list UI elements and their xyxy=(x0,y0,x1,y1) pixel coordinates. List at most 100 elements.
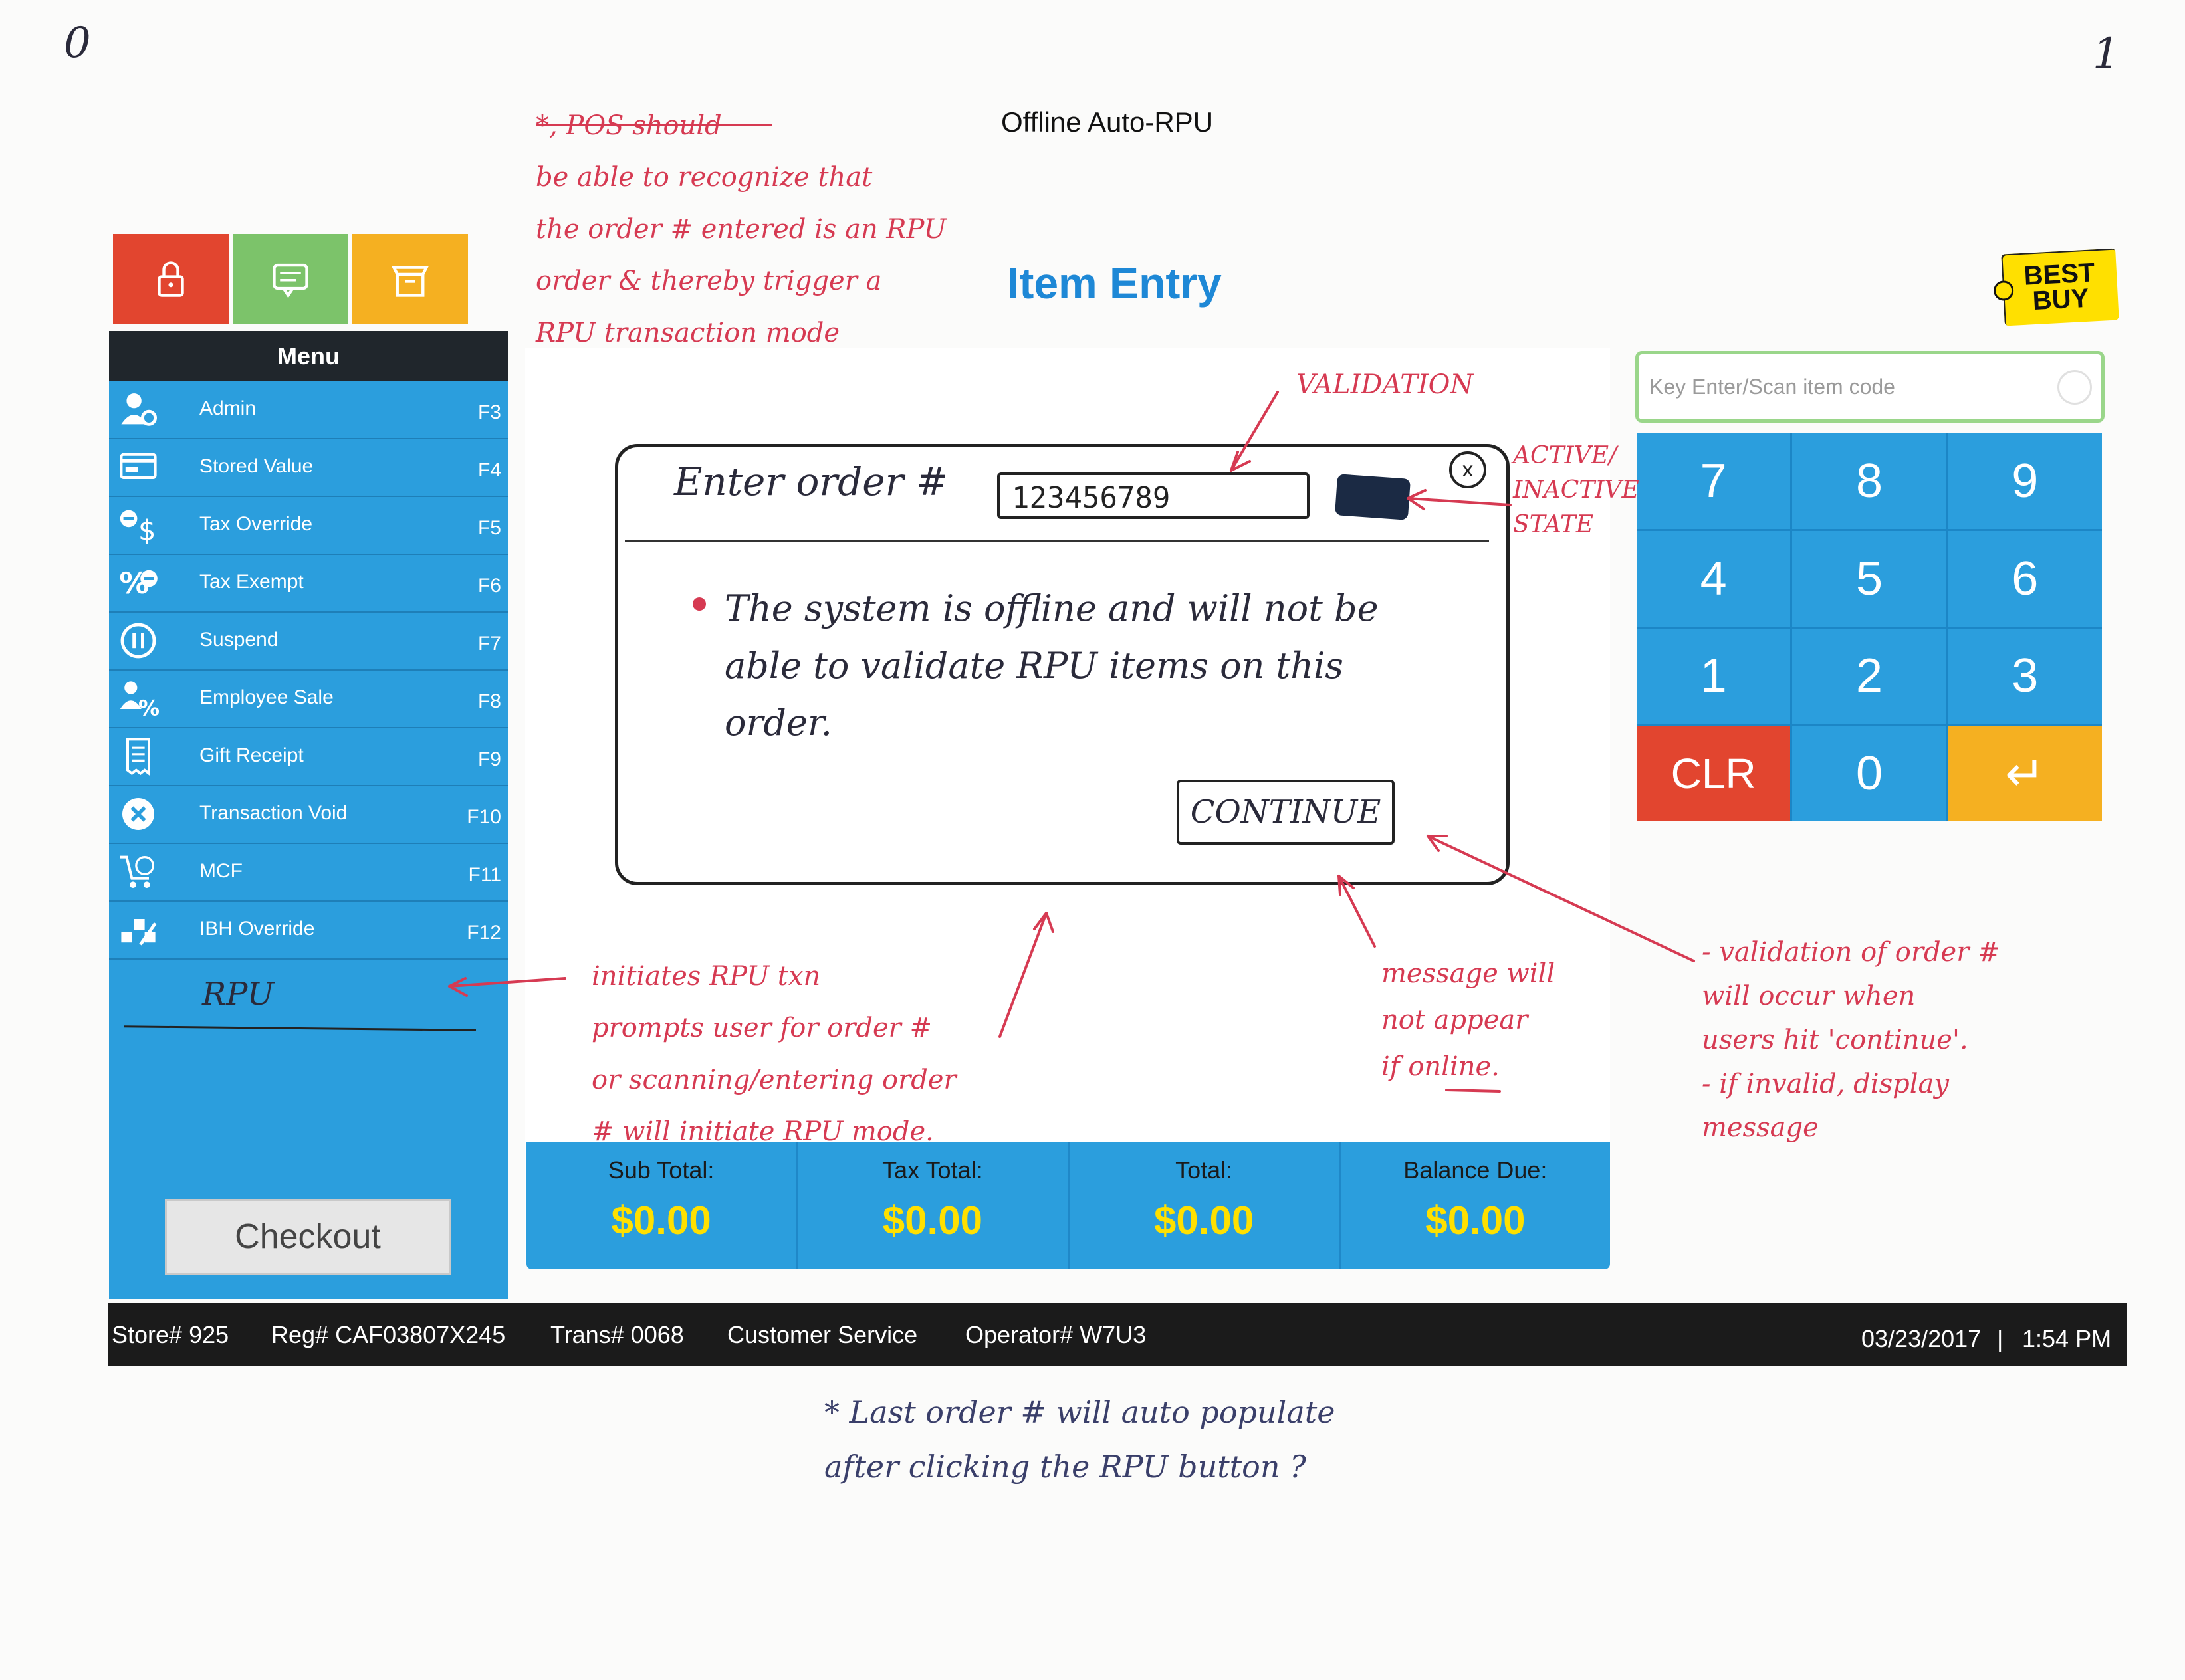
sidebar-item-label: Stored Value xyxy=(199,455,314,477)
message-icon xyxy=(273,263,308,298)
annotation-line: will occur when xyxy=(1702,981,1916,1011)
message-tile-button[interactable] xyxy=(233,234,348,324)
keypad-key-7[interactable]: 7 xyxy=(1637,433,1791,529)
annotation-line: * Last order # will auto populate xyxy=(824,1394,1335,1430)
order-number-input[interactable]: 123456789 xyxy=(997,472,1310,519)
lock-tile-button[interactable] xyxy=(113,234,229,324)
total-cell-tax-total: Tax Total:$0.00 xyxy=(798,1142,1070,1269)
keypad-key-2[interactable]: 2 xyxy=(1792,628,1946,724)
annotation-line: order & thereby trigger a xyxy=(536,266,882,296)
status-bar: Store# 925 Reg# CAF03807X245 Trans# 0068… xyxy=(108,1303,2127,1366)
annotation-line: ACTIVE/ xyxy=(1513,442,1617,469)
corner-mark-left: 0 xyxy=(64,19,91,68)
keypad-key-8[interactable]: 8 xyxy=(1792,433,1946,529)
annotation-line: or scanning/entering order xyxy=(592,1065,957,1095)
close-dialog-button[interactable]: x xyxy=(1449,451,1486,488)
register-number: Reg# CAF03807X245 xyxy=(271,1321,506,1348)
admin-gear-icon xyxy=(121,393,157,426)
sidebar-item-key: F4 xyxy=(477,459,501,482)
store-number: Store# 925 xyxy=(112,1321,229,1348)
annotation-line: users hit 'continue'. xyxy=(1702,1025,1968,1055)
status-date: 03/23/2017 xyxy=(1861,1325,1982,1352)
keypad-key-0[interactable]: 0 xyxy=(1792,726,1946,821)
operator-number: Operator# W7U3 xyxy=(965,1321,1147,1348)
pause-icon xyxy=(120,623,156,659)
annotation-line: RPU transaction mode xyxy=(536,318,840,348)
sidebar-item-employee-sale[interactable]: % Employee Sale F8 xyxy=(109,671,508,728)
percent-minus-icon: % xyxy=(119,566,158,601)
scan-item-input[interactable] xyxy=(1648,366,2049,407)
sidebar-item-key: F11 xyxy=(468,864,501,887)
sidebar-item-admin[interactable]: Admin F3 xyxy=(109,381,508,439)
total-label: Sub Total: xyxy=(608,1156,715,1184)
sidebar-item-label: Admin xyxy=(199,397,257,419)
total-cell-sub-total: Sub Total:$0.00 xyxy=(526,1142,798,1269)
keypad-enter-button[interactable]: ↵ xyxy=(1948,726,2102,821)
keypad-key-6[interactable]: 6 xyxy=(1948,530,2102,627)
validation-annotation: VALIDATION xyxy=(1296,369,1474,400)
sidebar-item-mcf[interactable]: MCF F11 xyxy=(109,844,508,902)
validate-button-scribble[interactable] xyxy=(1334,474,1411,520)
card-icon xyxy=(120,453,157,479)
sidebar-item-key: F3 xyxy=(477,401,501,424)
sidebar-item-suspend[interactable]: Suspend F7 xyxy=(109,613,508,671)
keypad-key-5[interactable]: 5 xyxy=(1792,530,1946,627)
continue-button[interactable]: CONTINUE xyxy=(1177,780,1395,845)
keypad-clear-button[interactable]: CLR xyxy=(1637,726,1791,821)
total-label: Tax Total: xyxy=(882,1156,983,1184)
ibh-override-icon xyxy=(121,919,157,946)
rpu-button[interactable]: RPU xyxy=(202,976,275,1013)
sidebar-item-key: F5 xyxy=(477,517,501,540)
total-label: Total: xyxy=(1175,1156,1233,1184)
sidebar-item-key: F7 xyxy=(477,633,501,655)
total-cell-balance-due: Balance Due:$0.00 xyxy=(1341,1142,1610,1269)
transaction-number: Trans# 0068 xyxy=(550,1321,684,1348)
sidebar-item-label: Employee Sale xyxy=(199,686,334,708)
sidebar-item-label: IBH Override xyxy=(199,918,315,940)
keypad-key-4[interactable]: 4 xyxy=(1637,530,1791,627)
sidebar-item-label: Suspend xyxy=(199,629,279,651)
sidebar-item-key: F8 xyxy=(477,690,501,713)
annotation-line: message xyxy=(1702,1112,1819,1143)
status-time: 1:54 PM xyxy=(2022,1325,2112,1352)
dialog-divider xyxy=(625,540,1489,542)
sidebar-item-stored-value[interactable]: Stored Value F4 xyxy=(109,439,508,497)
total-value: $0.00 xyxy=(1425,1198,1526,1243)
receipt-icon xyxy=(126,738,150,776)
keypad-key-1[interactable]: 1 xyxy=(1637,628,1791,724)
validation-annotation-note: - validation of order # will occur when us… xyxy=(1702,930,2000,1150)
annotation-line: - validation of order # xyxy=(1702,937,2000,968)
sidebar-item-key: F6 xyxy=(477,575,501,597)
status-separator: | xyxy=(1997,1325,2004,1352)
sidebar-item-label: Gift Receipt xyxy=(199,744,304,766)
box-icon xyxy=(391,266,429,297)
void-x-icon xyxy=(122,798,154,830)
enter-order-label: Enter order # xyxy=(674,459,949,504)
keypad-key-9[interactable]: 9 xyxy=(1948,433,2102,529)
annotation-line: - if invalid, display xyxy=(1702,1069,1949,1099)
best-buy-logo: BEST BUY xyxy=(1993,248,2119,326)
clear-input-icon[interactable] xyxy=(2057,370,2092,405)
annotation-line: prompts user for order # xyxy=(592,1013,933,1043)
sidebar-item-label: MCF xyxy=(199,860,243,882)
employee-percent-icon: % xyxy=(120,681,160,720)
menu-title: Menu xyxy=(109,331,508,381)
logo-line-2: BUY xyxy=(2031,283,2090,316)
annotation-line: the order # entered is an RPU xyxy=(536,214,947,245)
box-tile-button[interactable] xyxy=(352,234,468,324)
sidebar-item-label: Transaction Void xyxy=(199,802,348,824)
checkout-button[interactable]: Checkout xyxy=(165,1199,451,1275)
keypad-key-3[interactable]: 3 xyxy=(1948,628,2102,724)
